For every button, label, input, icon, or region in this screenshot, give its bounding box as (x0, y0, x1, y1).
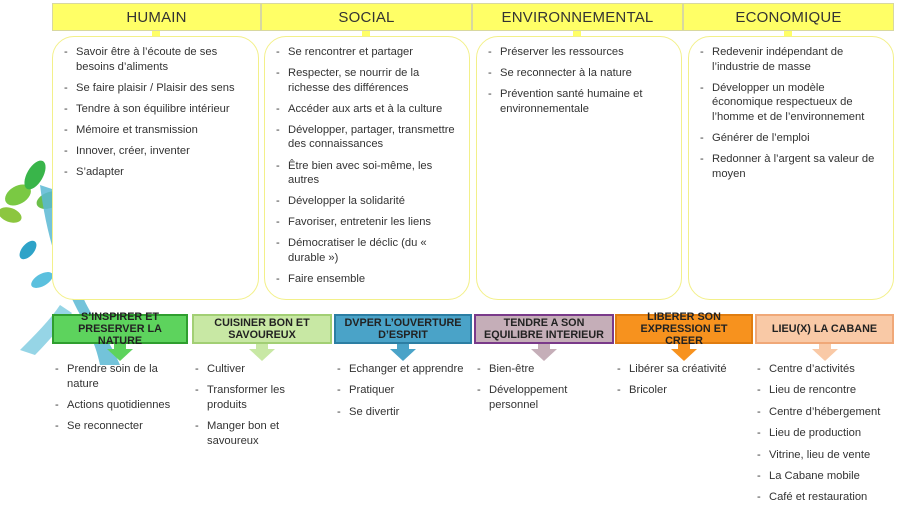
list-item: Respecter, se nourrir de la richesse des… (275, 66, 459, 95)
list-item: S’adapter (63, 165, 248, 180)
list-item: Lieu de production (756, 426, 896, 441)
category-header: LIEU(X) LA CABANE (755, 314, 894, 344)
list-item: Se rencontrer et partager (275, 45, 459, 60)
category-list-ouverture: Echanger et apprendre Pratiquer Se diver… (336, 362, 472, 426)
arrow-down-icon (249, 349, 275, 361)
dimension-title: ECONOMIQUE (735, 8, 842, 26)
list-item: Développer, partager, transmettre des co… (275, 123, 459, 152)
dimension-header-environnemental: ENVIRONNEMENTAL (472, 3, 683, 31)
arrow-down-icon (573, 31, 581, 39)
dimension-title: SOCIAL (338, 8, 395, 26)
arrow-down-icon (678, 344, 690, 350)
list-item: Echanger et apprendre (336, 362, 472, 377)
list-item: Tendre à son équilibre intérieur (63, 102, 248, 117)
list-item: Mémoire et transmission (63, 123, 248, 138)
list-item: Bricoler (616, 383, 752, 398)
dimension-box-environnemental: Préserver les ressources Se reconnecter … (476, 36, 682, 300)
category-title: CUISINER BON ET SAVOUREUX (214, 317, 310, 341)
list-item: Transformer les produits (194, 383, 326, 412)
list-item: La Cabane mobile (756, 469, 896, 484)
category-list-equilibre: Bien-être Développement personnel (476, 362, 610, 419)
list-item: Se divertir (336, 405, 472, 420)
list-item: Se reconnecter (54, 419, 184, 434)
list-item: Prévention santé humaine et environnemen… (487, 87, 671, 116)
list-item: Se faire plaisir / Plaisir des sens (63, 81, 248, 96)
category-header: S’INSPIRER ET PRESERVER LA NATURE (52, 311, 188, 347)
category-list-expression: Libérer sa créativité Bricoler (616, 362, 752, 405)
list-item: Vitrine, lieu de vente (756, 448, 896, 463)
dimension-box-social: Se rencontrer et partager Respecter, se … (264, 36, 470, 300)
arrow-down-icon (152, 31, 160, 39)
list-item: Savoir être à l’écoute de ses besoins d’… (63, 45, 248, 74)
list-item: Être bien avec soi-même, les autres (275, 159, 459, 188)
list-item: Actions quotidiennes (54, 398, 184, 413)
arrow-down-icon (819, 344, 831, 350)
arrow-down-icon (114, 344, 126, 350)
category-title: S’INSPIRER ET PRESERVER LA NATURE (78, 311, 162, 347)
category-list-lieux: Centre d’activités Lieu de rencontre Cen… (756, 362, 896, 512)
list-item: Libérer sa créativité (616, 362, 752, 377)
arrow-down-icon (784, 31, 792, 39)
category-title: LIBERER SON EXPRESSION ET CREER (640, 311, 728, 347)
dimension-box-economique: Redevenir indépendant de l’industrie de … (688, 36, 894, 300)
list-item: Prendre soin de la nature (54, 362, 184, 391)
category-header: CUISINER BON ET SAVOUREUX (192, 314, 332, 344)
list-item: Démocratiser le déclic (du « durable ») (275, 236, 459, 265)
arrow-down-icon (531, 349, 557, 361)
list-item: Générer de l’emploi (699, 131, 883, 146)
list-item: Manger bon et savoureux (194, 419, 326, 448)
arrow-down-icon (390, 349, 416, 361)
arrow-down-icon (107, 349, 133, 361)
dimension-header-social: SOCIAL (261, 3, 472, 31)
arrow-down-icon (538, 344, 550, 350)
category-header: TENDRE A SON EQUILIBRE INTERIEUR (474, 314, 614, 344)
list-item: Développer un modèle économique respectu… (699, 81, 883, 125)
category-title: DVPER L’OUVERTURE D’ESPRIT (344, 317, 462, 341)
arrow-down-icon (397, 344, 409, 350)
arrow-down-icon (256, 344, 268, 350)
dimension-header-humain: HUMAIN (52, 3, 261, 31)
category-header: DVPER L’OUVERTURE D’ESPRIT (334, 314, 472, 344)
category-list-cuisiner: Cultiver Transformer les produits Manger… (194, 362, 326, 455)
dimension-box-humain: Savoir être à l’écoute de ses besoins d’… (52, 36, 259, 300)
category-list-nature: Prendre soin de la nature Actions quotid… (54, 362, 184, 441)
list-item: Bien-être (476, 362, 610, 377)
list-item: Redevenir indépendant de l’industrie de … (699, 45, 883, 74)
list-item: Café et restauration (756, 490, 896, 505)
category-title: TENDRE A SON EQUILIBRE INTERIEUR (484, 317, 604, 341)
list-item: Centre d’activités (756, 362, 896, 377)
category-header: LIBERER SON EXPRESSION ET CREER (615, 311, 753, 347)
arrow-down-icon (671, 349, 697, 361)
list-item: Se reconnecter à la nature (487, 66, 671, 81)
list-item: Pratiquer (336, 383, 472, 398)
arrow-down-icon (362, 31, 370, 39)
list-item: Développement personnel (476, 383, 610, 412)
list-item: Redonner à l’argent sa valeur de moyen (699, 152, 883, 181)
list-item: Centre d’hébergement (756, 405, 896, 420)
dimension-title: HUMAIN (126, 8, 187, 26)
list-item: Cultiver (194, 362, 326, 377)
list-item: Lieu de rencontre (756, 383, 896, 398)
dimensions-header-bar: HUMAIN SOCIAL ENVIRONNEMENTAL ECONOMIQUE (52, 3, 894, 31)
arrow-down-icon (812, 349, 838, 361)
dimension-title: ENVIRONNEMENTAL (501, 8, 654, 26)
list-item: Développer la solidarité (275, 194, 459, 209)
list-item: Faire ensemble (275, 272, 459, 287)
list-item: Innover, créer, inventer (63, 144, 248, 159)
list-item: Favoriser, entretenir les liens (275, 215, 459, 230)
list-item: Préserver les ressources (487, 45, 671, 60)
category-title: LIEU(X) LA CABANE (771, 323, 878, 335)
list-item: Accéder aux arts et à la culture (275, 102, 459, 117)
dimension-header-economique: ECONOMIQUE (683, 3, 894, 31)
